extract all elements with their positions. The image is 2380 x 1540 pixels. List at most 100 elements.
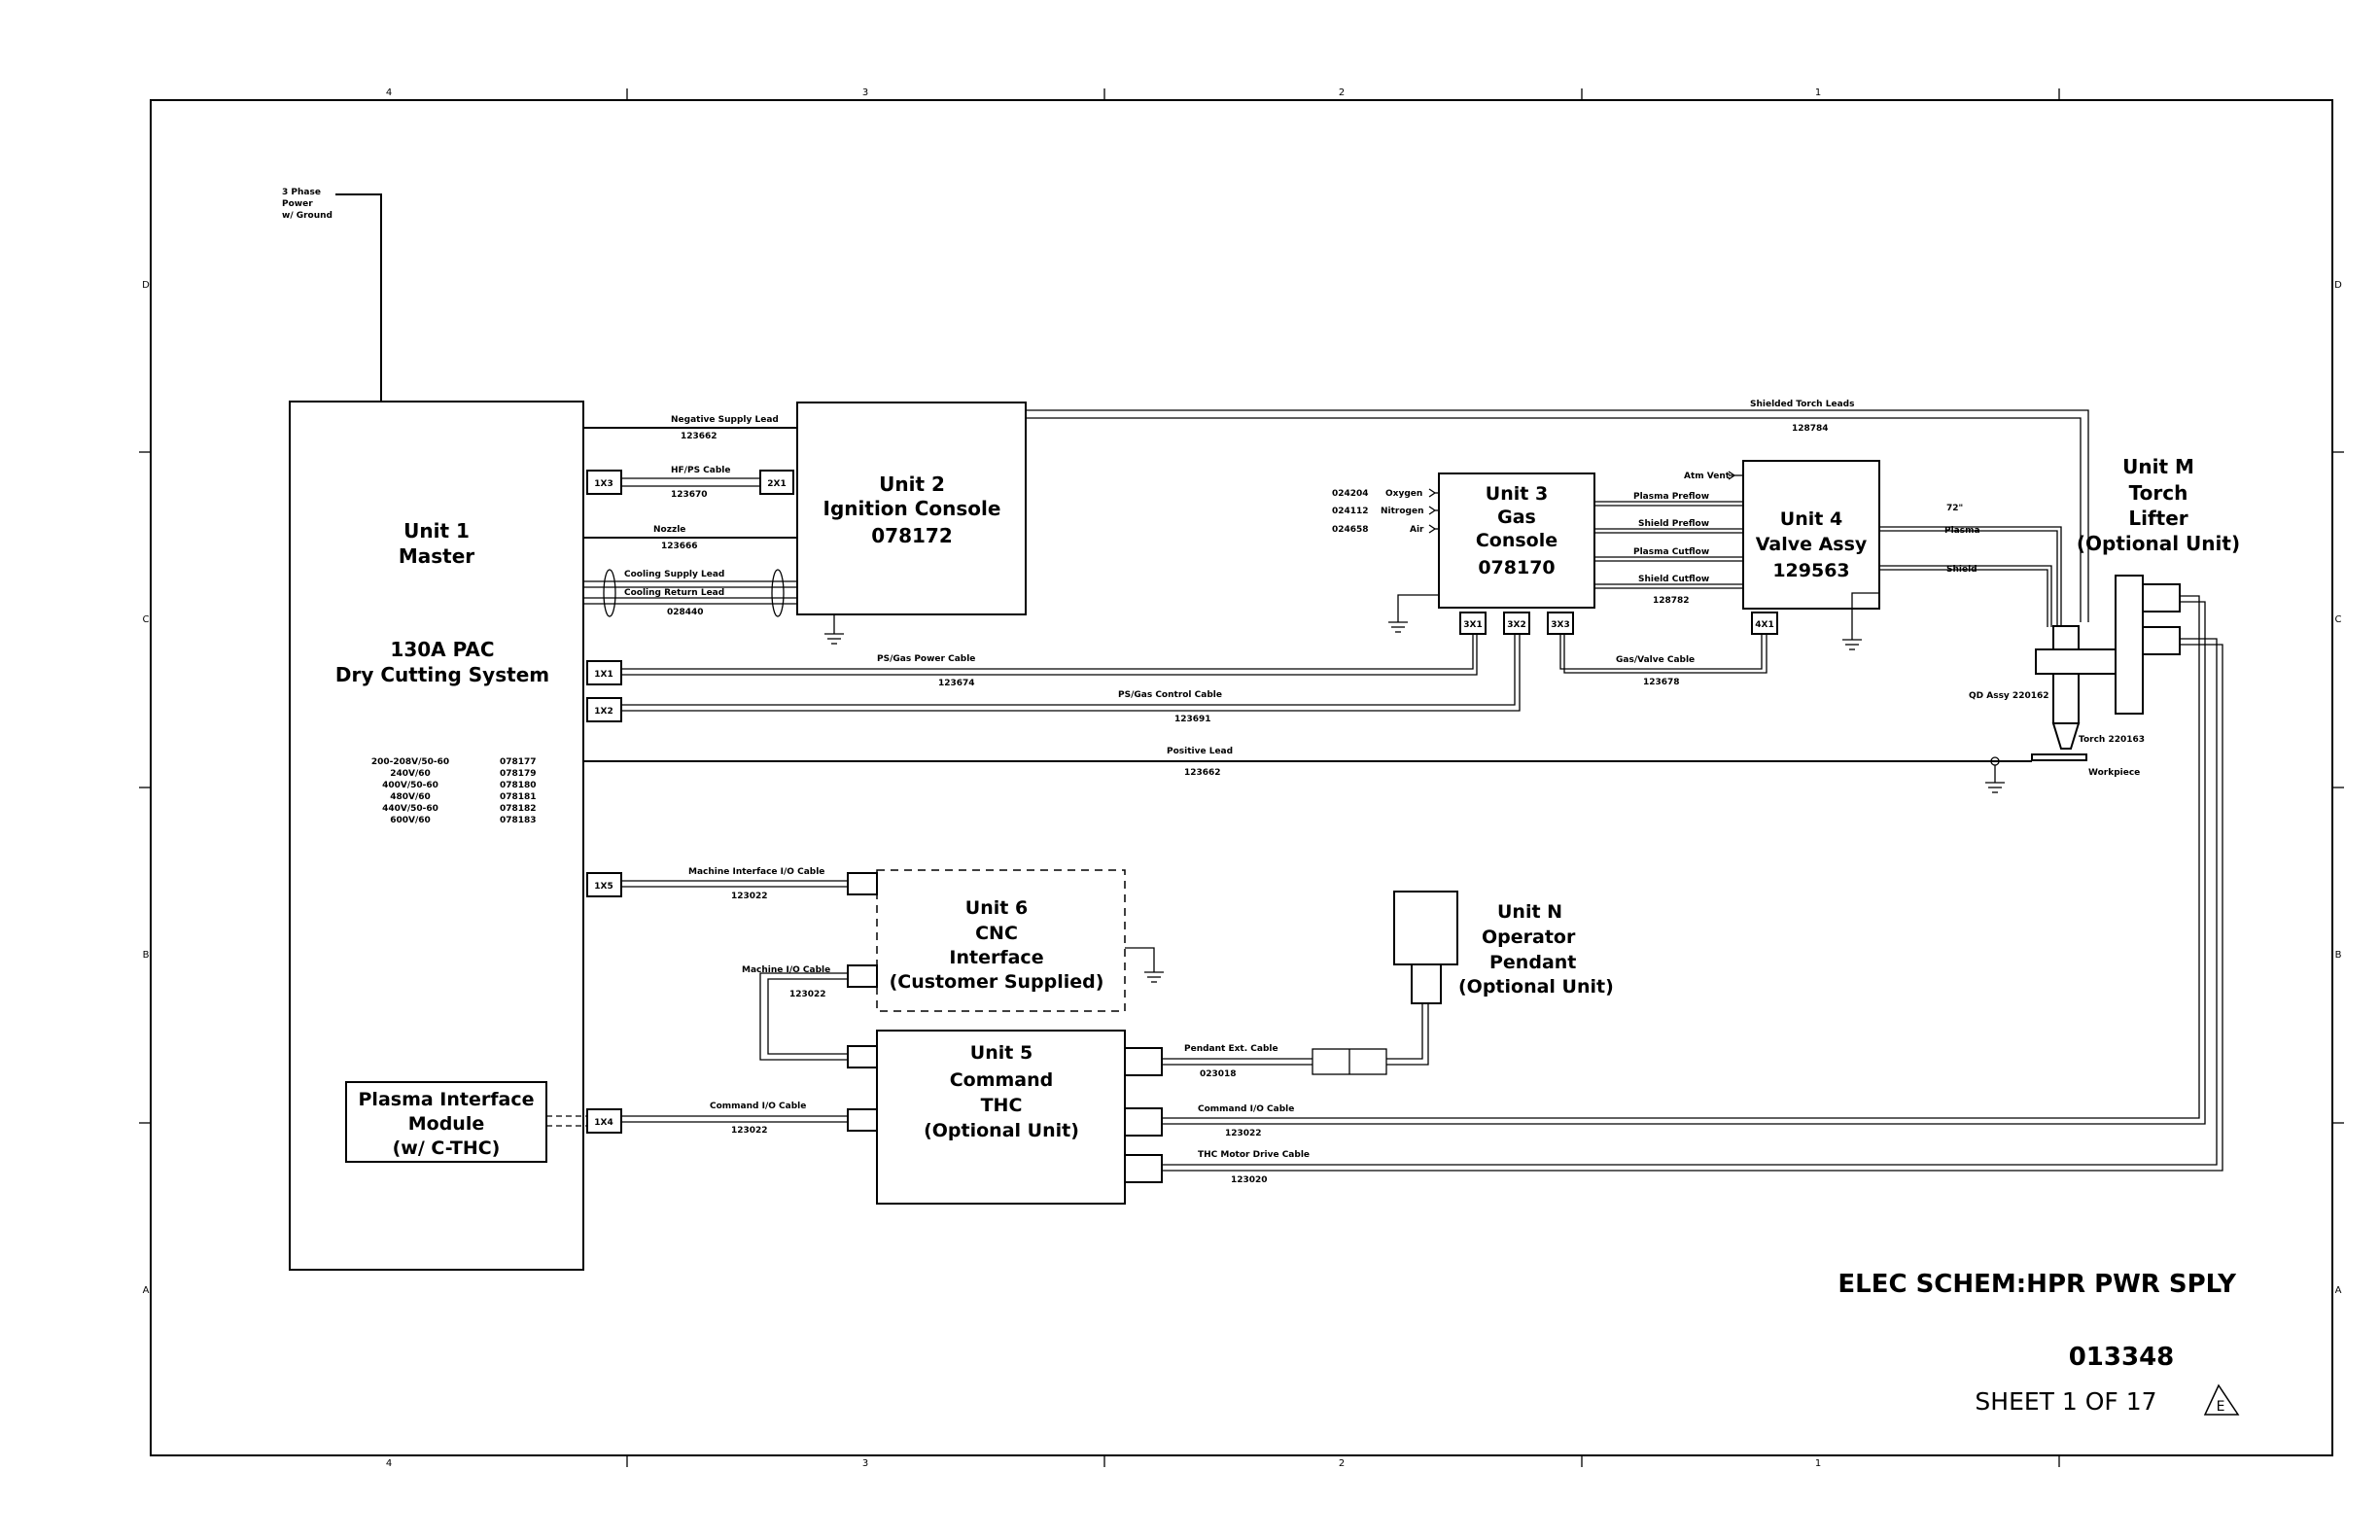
connector-1x5 [586, 872, 622, 897]
neg-supply-label: Negative Supply Lead [671, 415, 779, 425]
svg-text:Shield Cutflow: Shield Cutflow [1638, 575, 1709, 584]
positive-lead-label: Positive Lead [1167, 747, 1233, 756]
svg-text:Nitrogen: Nitrogen [1381, 507, 1424, 516]
svg-text:Unit 5: Unit 5 [970, 1042, 1032, 1064]
machine-io2-label: Machine I/O Cable [742, 965, 830, 975]
svg-text:Lifter: Lifter [2128, 507, 2188, 530]
svg-text:240V/60: 240V/60 [390, 769, 431, 779]
svg-text:1X1: 1X1 [594, 670, 612, 680]
row-label: A [2335, 1285, 2342, 1296]
svg-text:Pendant: Pendant [1489, 952, 1576, 973]
ps-gas-control-cable [621, 634, 1521, 712]
gas-valve-cable [1559, 634, 1768, 674]
unit6-cnc-interface-box [876, 869, 1126, 1012]
cooling-leads [583, 569, 797, 617]
svg-text:078177: 078177 [500, 757, 537, 767]
torch-label: Torch 220163 [2079, 735, 2145, 745]
svg-text:Unit 2: Unit 2 [879, 472, 945, 496]
machine-interface-cable [621, 880, 877, 888]
svg-text:CNC: CNC [975, 923, 1018, 944]
command-io-pim-part: 123022 [731, 1126, 768, 1136]
unit3-label: Unit 3 Gas Console 078170 [1476, 483, 1558, 578]
ps-gas-control-part: 123691 [1174, 715, 1211, 724]
svg-text:024112: 024112 [1332, 507, 1369, 516]
ps-gas-control-label: PS/Gas Control Cable [1118, 690, 1222, 700]
svg-text:(Optional Unit): (Optional Unit) [2077, 532, 2240, 555]
svg-text:Ignition Console: Ignition Console [823, 497, 1001, 520]
svg-text:(Customer Supplied): (Customer Supplied) [890, 971, 1104, 993]
unit4-ground [1842, 592, 1879, 650]
cooling-supply-label: Cooling Supply Lead [624, 570, 724, 579]
unit6-connector-bottom [847, 964, 878, 988]
cooling-return-part: 028440 [667, 608, 704, 617]
qd-assembly [2035, 648, 2117, 675]
torch-tip [2051, 722, 2081, 750]
svg-text:(Optional Unit): (Optional Unit) [924, 1120, 1079, 1141]
svg-text:Plasma Cutflow: Plasma Cutflow [1633, 547, 1709, 557]
col-label: 3 [862, 88, 868, 98]
col-label: 4 [386, 1458, 392, 1469]
unit5-label: Unit 5 Command THC (Optional Unit) [924, 1042, 1079, 1141]
svg-text:Shield: Shield [1946, 565, 1978, 575]
shielded-torch-part: 128784 [1792, 424, 1829, 434]
svg-text:Unit 1: Unit 1 [403, 519, 470, 542]
hfps-cable [621, 477, 760, 487]
svg-text:024204: 024204 [1332, 489, 1369, 499]
unitN-label: Unit N Operator Pendant (Optional Unit) [1458, 901, 1614, 998]
row-label: D [142, 280, 150, 291]
svg-text:Plasma Interface: Plasma Interface [359, 1089, 535, 1110]
svg-text:3X2: 3X2 [1507, 620, 1525, 630]
connector-1x3 [586, 470, 622, 495]
col-label: 1 [1815, 88, 1821, 98]
unitN-pendant-box [1393, 891, 1458, 965]
thc-motor-label: THC Motor Drive Cable [1198, 1150, 1310, 1160]
svg-text:3 Phase: 3 Phase [282, 188, 321, 197]
svg-text:(w/ C-THC): (w/ C-THC) [393, 1138, 501, 1159]
thc-motor-part: 123020 [1231, 1175, 1268, 1185]
svg-text:130A PAC: 130A PAC [390, 638, 494, 661]
col-label: 2 [1339, 1458, 1345, 1469]
sheet-number: SHEET 1 OF 17 [1975, 1387, 2156, 1416]
svg-text:1X5: 1X5 [594, 882, 612, 892]
pendant-ext-cable [1162, 1003, 1429, 1075]
connector-2x1 [759, 470, 794, 495]
unit1-connectors: 1X3 1X1 1X2 1X5 1X4 [586, 470, 622, 1134]
svg-text:3X1: 3X1 [1463, 620, 1482, 630]
svg-text:078181: 078181 [500, 792, 537, 802]
machine-io2-part: 123022 [789, 990, 826, 999]
svg-text:72": 72" [1946, 504, 1963, 513]
svg-text:128782: 128782 [1653, 596, 1690, 606]
unit6-label: Unit 6 CNC Interface (Customer Supplied) [890, 897, 1104, 993]
svg-text:Unit 4: Unit 4 [1780, 508, 1842, 530]
lifter-connector-top [2142, 583, 2181, 612]
command-io-m-part: 123022 [1225, 1129, 1262, 1138]
unit5-connector-io [847, 1045, 878, 1068]
command-io-pim-label: Command I/O Cable [710, 1102, 806, 1111]
unit5-connector-pendant [1124, 1047, 1163, 1076]
svg-text:Console: Console [1476, 530, 1558, 551]
plasma-interface-module-box [345, 1081, 547, 1163]
svg-text:400V/50-60: 400V/50-60 [382, 781, 438, 790]
shielded-torch-label: Shielded Torch Leads [1750, 400, 1854, 409]
svg-text:Power: Power [282, 199, 313, 209]
svg-text:Plasma Preflow: Plasma Preflow [1633, 492, 1709, 502]
svg-text:Shield Preflow: Shield Preflow [1638, 519, 1709, 529]
pim-link-dashed [546, 1115, 587, 1127]
svg-text:Operator: Operator [1482, 927, 1576, 948]
pendant-cable-strain-relief [1411, 963, 1442, 1004]
row-label: A [143, 1285, 150, 1296]
svg-text:200-208V/50-60: 200-208V/50-60 [371, 757, 449, 767]
power-input-label: 3 Phase Power w/ Ground [282, 188, 332, 221]
svg-text:Oxygen: Oxygen [1385, 489, 1422, 499]
svg-text:078180: 078180 [500, 781, 537, 790]
svg-text:1X4: 1X4 [594, 1118, 612, 1128]
pendant-ext-part: 023018 [1200, 1069, 1237, 1079]
svg-text:Air: Air [1410, 525, 1424, 535]
col-label: 2 [1339, 88, 1345, 98]
unit3-gas-inputs: 024204 Oxygen 024112 Nitrogen 024658 Air [1332, 489, 1424, 535]
svg-text:Torch: Torch [2129, 481, 2188, 505]
svg-text:w/ Ground: w/ Ground [282, 211, 332, 221]
svg-text:078183: 078183 [500, 816, 537, 825]
col-label: 3 [862, 1458, 868, 1469]
